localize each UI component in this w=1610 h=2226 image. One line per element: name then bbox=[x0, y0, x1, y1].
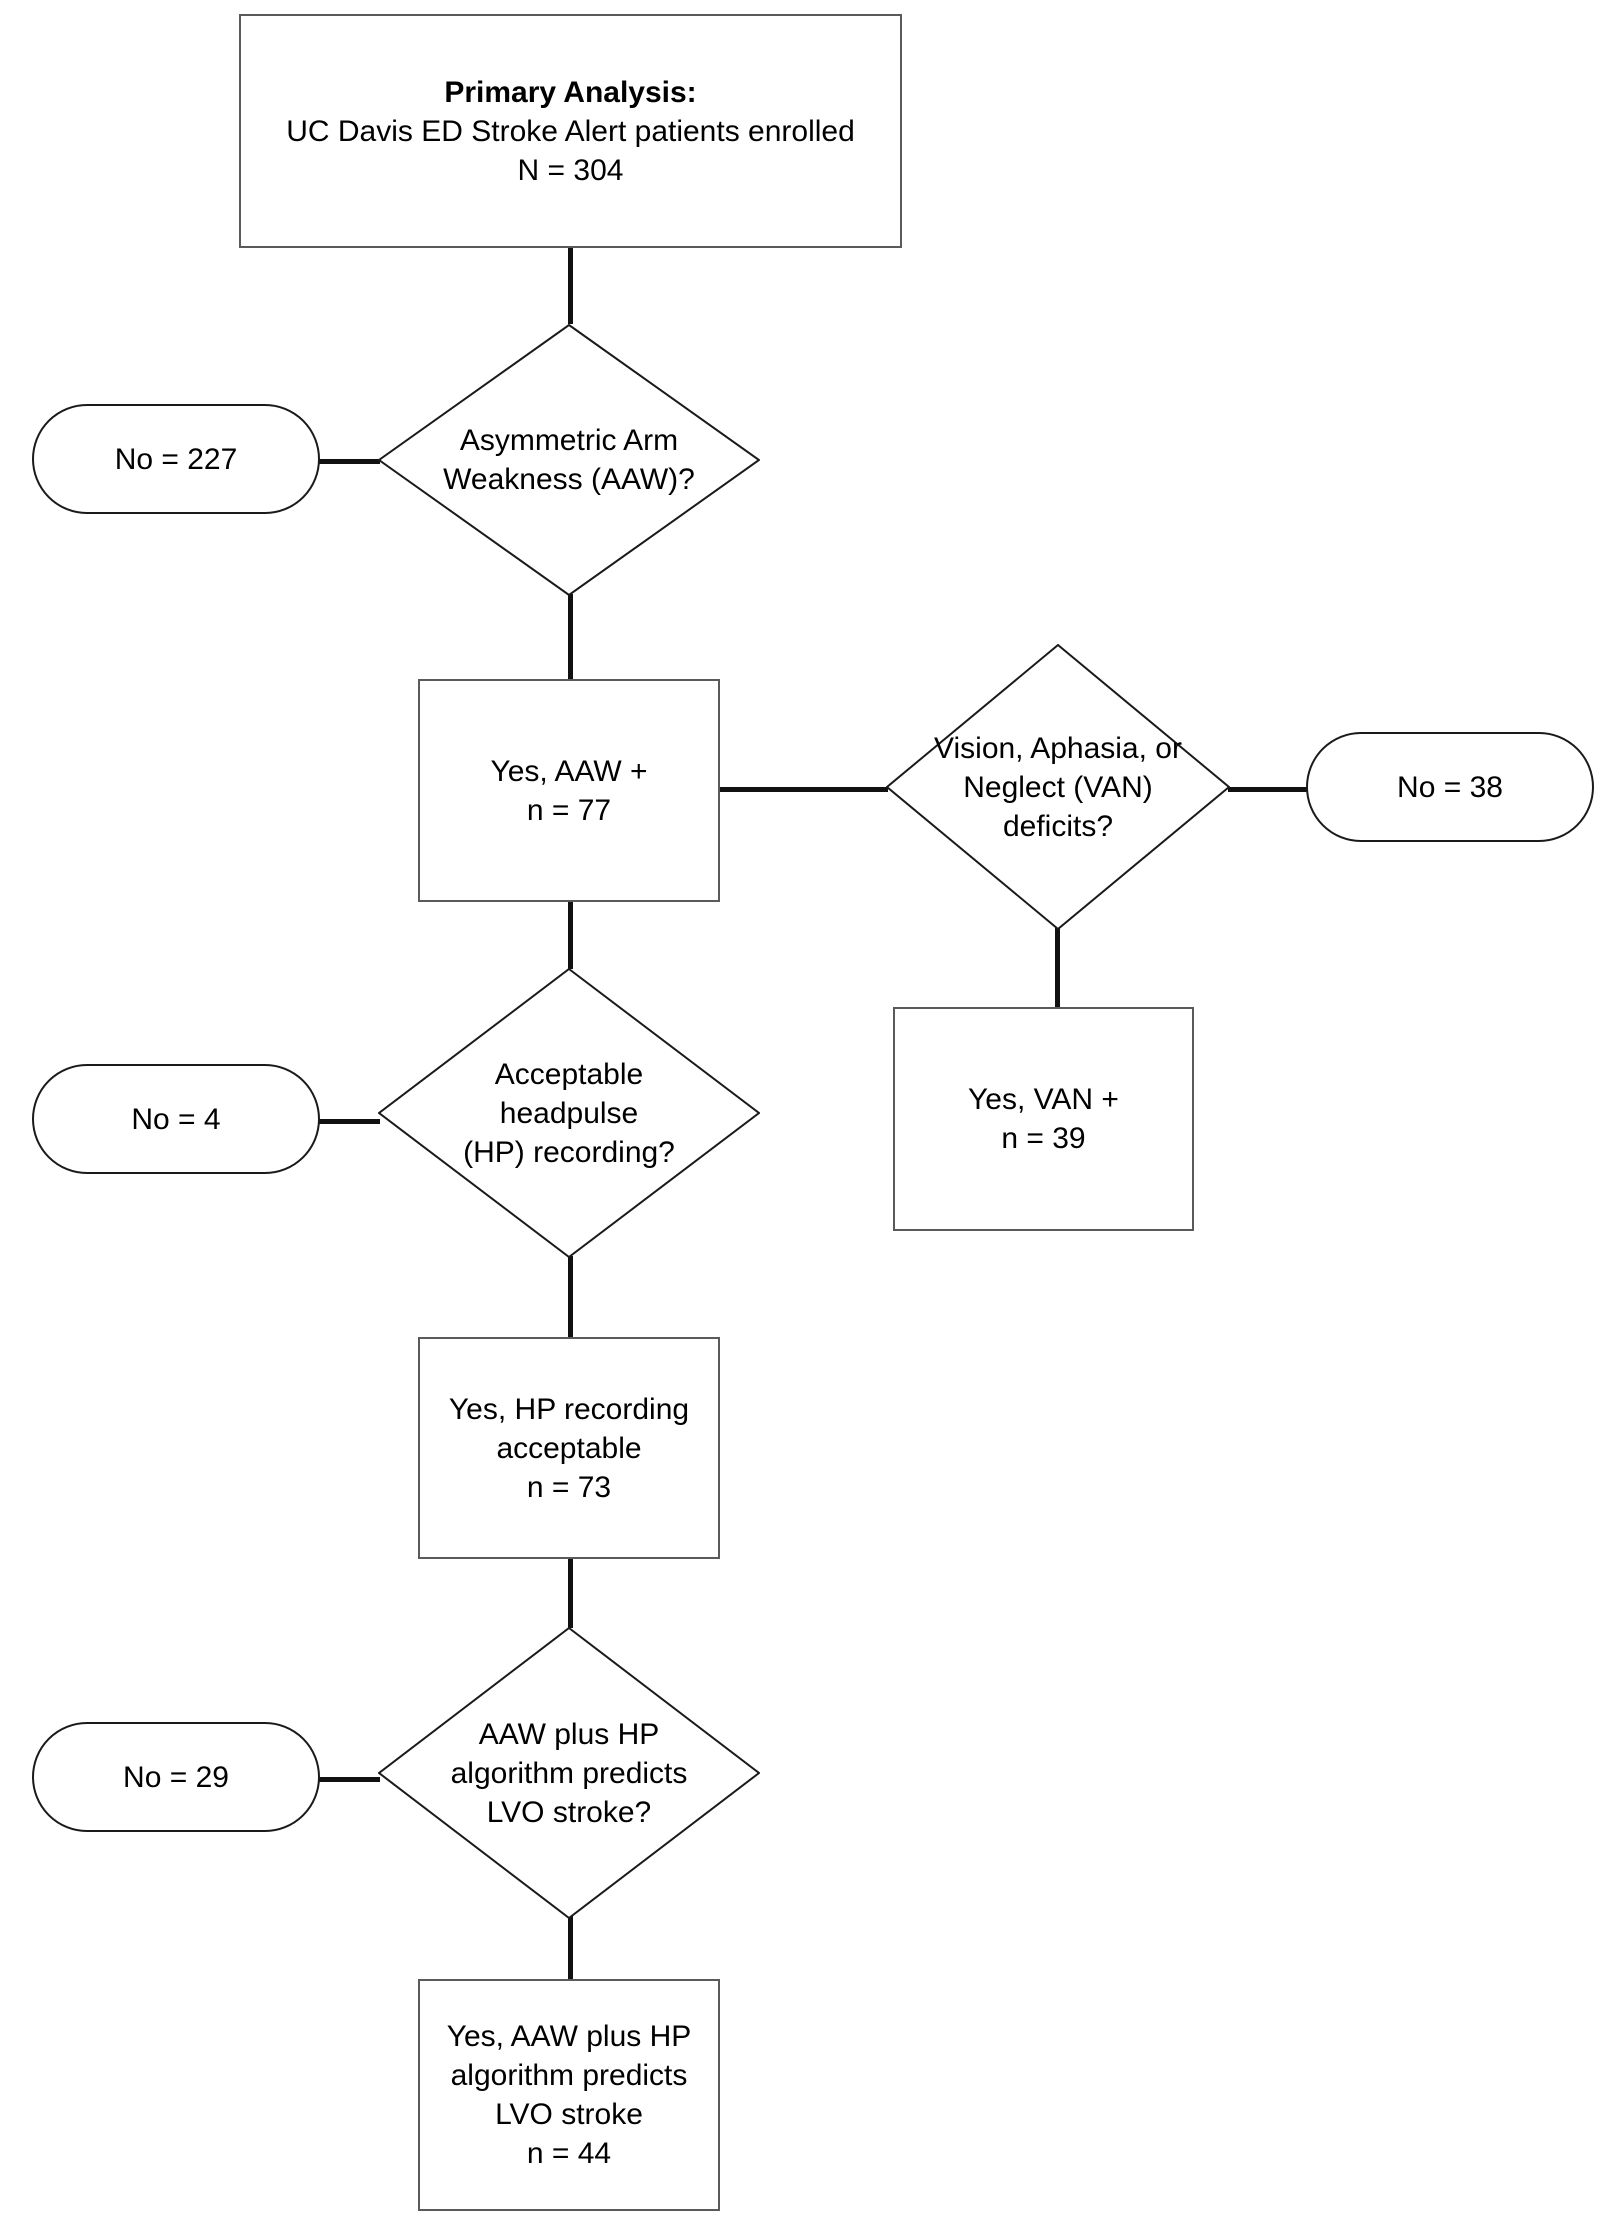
connector-aaw-to-yes bbox=[568, 594, 573, 680]
diamond-shape-aaw bbox=[378, 324, 760, 596]
aaw-yes-label: Yes, AAW + n = 77 bbox=[490, 754, 648, 827]
connector-aawyes-to-van bbox=[718, 787, 888, 792]
node-van-decision[interactable]: Vision, Aphasia, or Neglect (VAN) defici… bbox=[886, 644, 1230, 930]
connector-aawyes-to-hp bbox=[568, 901, 573, 969]
hp-no-label: No = 4 bbox=[131, 1102, 221, 1136]
node-aaw-yes[interactable]: Yes, AAW + n = 77 bbox=[418, 679, 720, 902]
connector-hp-to-no4 bbox=[316, 1119, 380, 1124]
connector-yeshp-to-lvo bbox=[568, 1558, 573, 1628]
diamond-shape-hp bbox=[378, 968, 760, 1258]
node-lvo-yes[interactable]: Yes, AAW plus HP algorithm predicts LVO … bbox=[418, 1979, 720, 2211]
primary-analysis-count: N = 304 bbox=[517, 153, 624, 187]
van-no-label: No = 38 bbox=[1397, 770, 1503, 804]
node-aaw-decision[interactable]: Asymmetric Arm Weakness (AAW)? bbox=[378, 324, 760, 596]
node-hp-decision[interactable]: Acceptable headpulse (HP) recording? bbox=[378, 968, 760, 1258]
node-primary-analysis[interactable]: Primary Analysis: UC Davis ED Stroke Ale… bbox=[239, 14, 902, 248]
lvo-yes-label: Yes, AAW plus HP algorithm predicts LVO … bbox=[446, 2020, 692, 2170]
node-van-no[interactable]: No = 38 bbox=[1306, 732, 1594, 842]
connector-lvo-to-final bbox=[568, 1916, 573, 1980]
node-hp-no[interactable]: No = 4 bbox=[32, 1064, 320, 1174]
van-yes-label: Yes, VAN + n = 39 bbox=[968, 1083, 1119, 1155]
node-van-yes[interactable]: Yes, VAN + n = 39 bbox=[893, 1007, 1194, 1231]
node-lvo-no[interactable]: No = 29 bbox=[32, 1722, 320, 1832]
diamond-shape-lvo bbox=[378, 1627, 760, 1919]
connector-van-to-yesvan bbox=[1055, 928, 1060, 1008]
connector-aaw-to-no227 bbox=[316, 459, 380, 464]
connector-lvo-to-no29 bbox=[316, 1777, 380, 1782]
primary-analysis-title: Primary Analysis: bbox=[444, 75, 697, 109]
lvo-no-label: No = 29 bbox=[123, 1760, 229, 1794]
node-hp-yes[interactable]: Yes, HP recording acceptable n = 73 bbox=[418, 1337, 720, 1559]
connector-hp-to-yeshp bbox=[568, 1256, 573, 1338]
node-aaw-no[interactable]: No = 227 bbox=[32, 404, 320, 514]
connector-primary-to-aaw bbox=[568, 246, 573, 324]
primary-analysis-line2: UC Davis ED Stroke Alert patients enroll… bbox=[286, 114, 855, 148]
node-lvo-decision[interactable]: AAW plus HP algorithm predicts LVO strok… bbox=[378, 1627, 760, 1919]
connector-van-to-no38 bbox=[1228, 787, 1308, 792]
hp-yes-label: Yes, HP recording acceptable n = 73 bbox=[448, 1392, 690, 1504]
aaw-no-label: No = 227 bbox=[114, 442, 238, 476]
diamond-shape-van bbox=[886, 644, 1230, 930]
